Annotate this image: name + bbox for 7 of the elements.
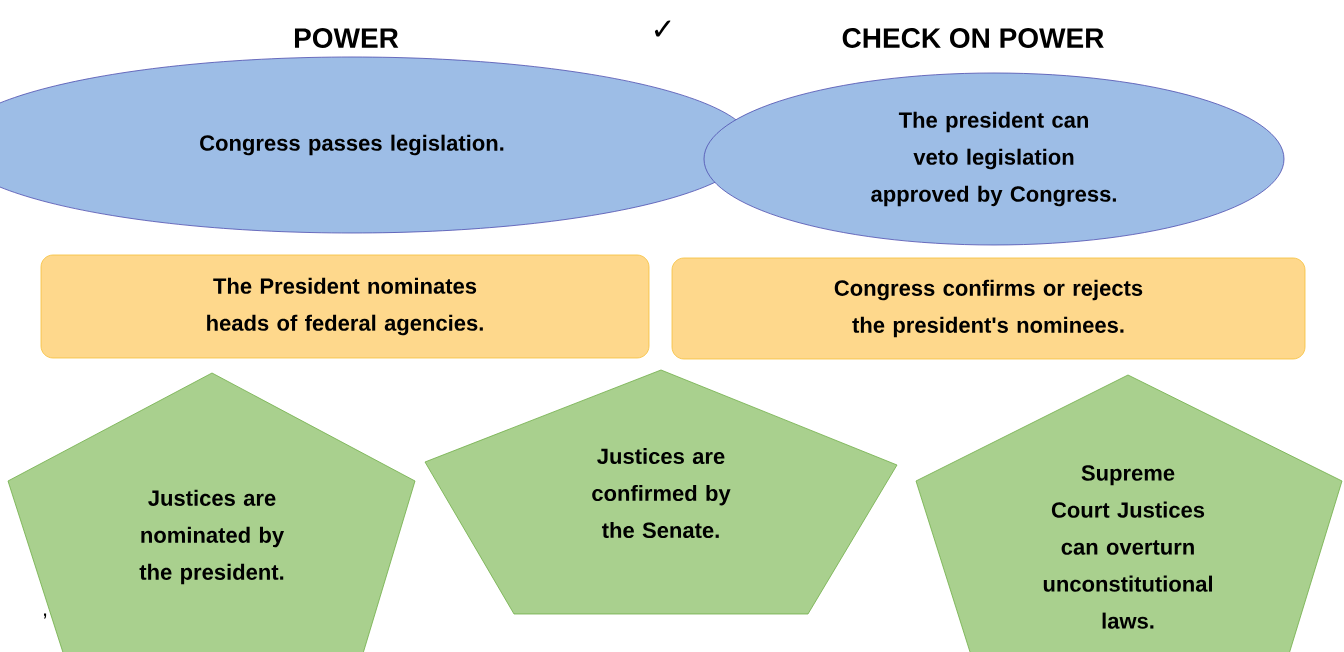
stray-mark: ,: [43, 613, 47, 619]
oval-box: The president can veto legislation approved by Congress.: [703, 72, 1285, 246]
pentagon: Supreme Court Justices can overturn unconstitutional laws.: [915, 374, 1343, 652]
rounded-box: Congress confirms or rejects the president's nominees.: [671, 257, 1306, 360]
check-mark: ✓: [654, 20, 671, 37]
rounded-box: The President nominates heads of federal agencies.: [40, 254, 650, 359]
pentagon: Justices are confirmed by the Senate.: [424, 369, 898, 615]
